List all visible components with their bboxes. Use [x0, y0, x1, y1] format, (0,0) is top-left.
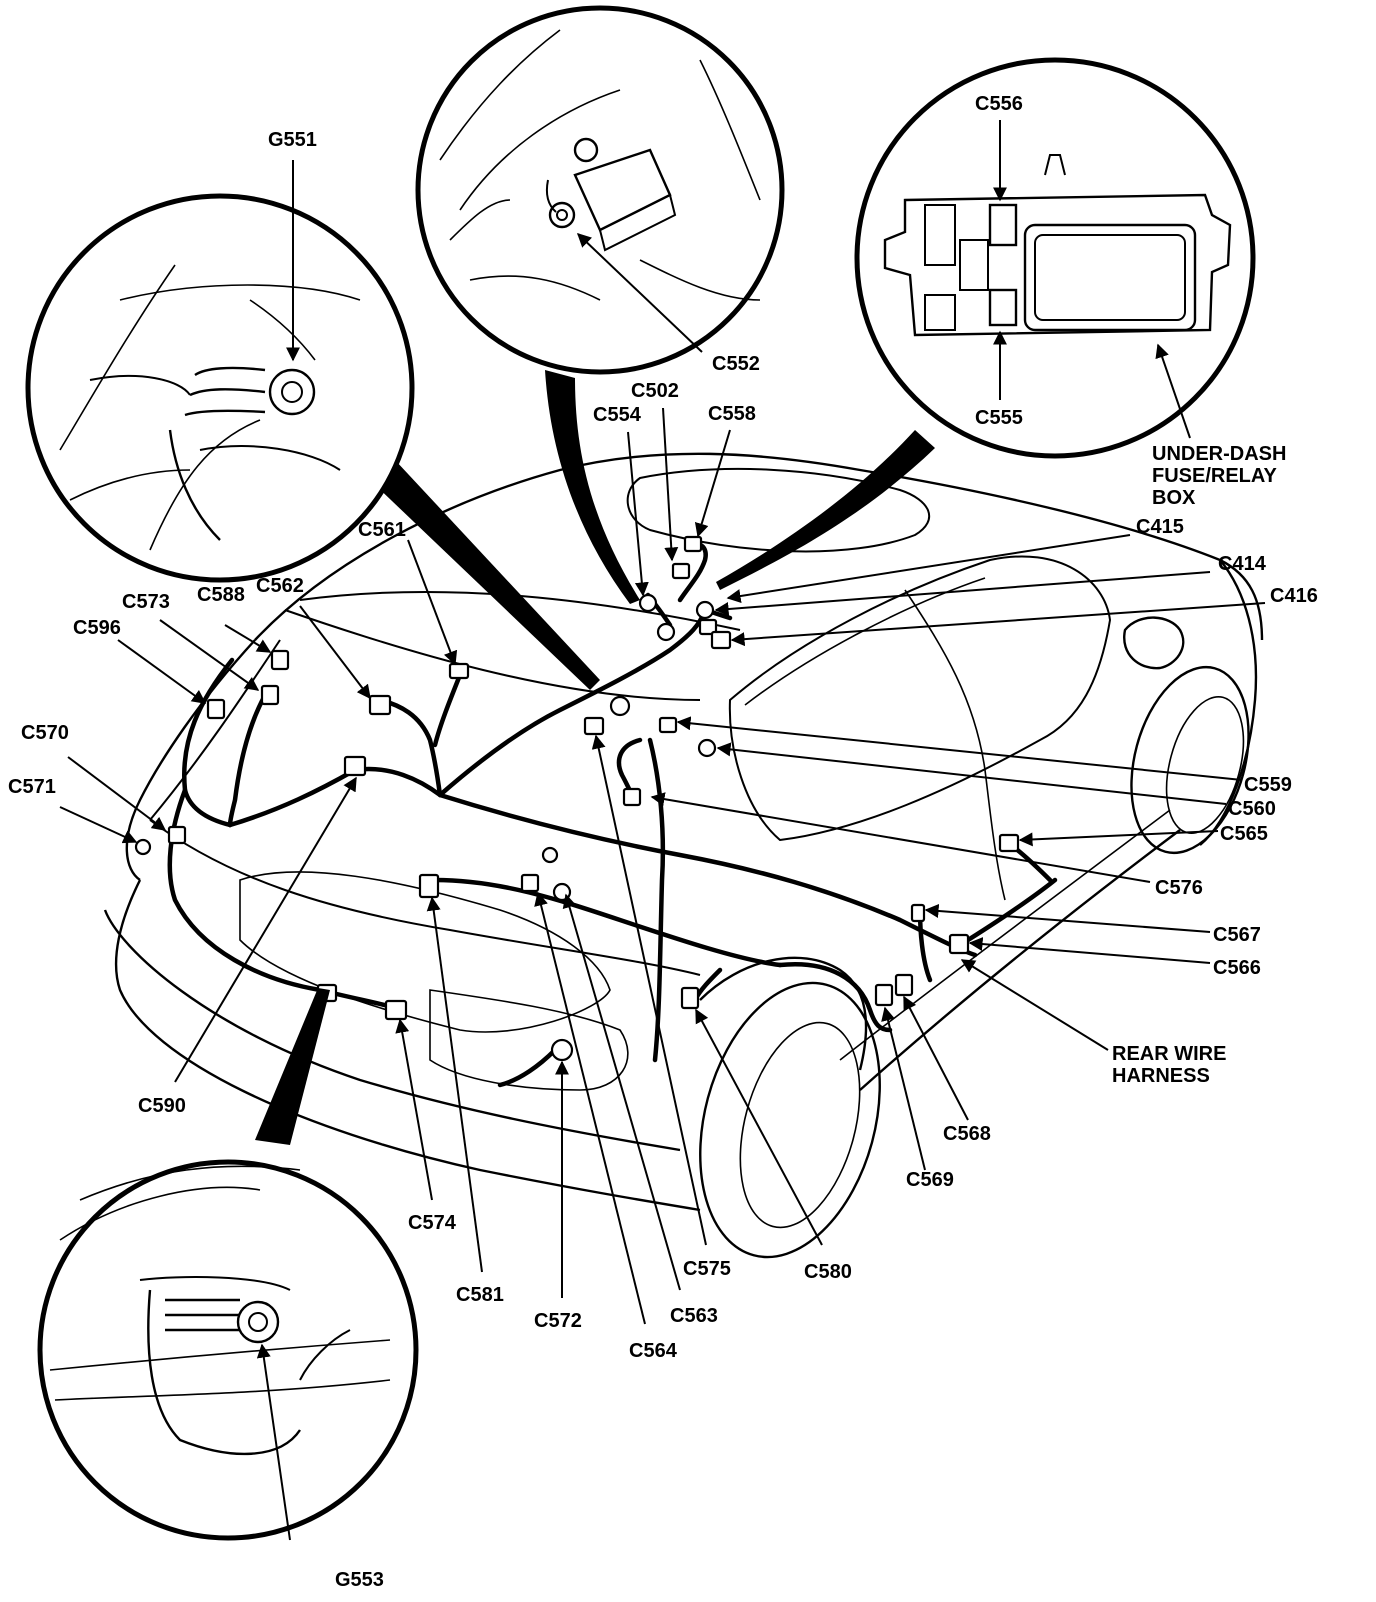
label-c416: C416: [1270, 585, 1318, 607]
connector-c575: [583, 716, 605, 736]
callout-wedges: [255, 370, 935, 1145]
label-c571: C571: [8, 776, 56, 798]
label-c588: C588: [197, 584, 245, 606]
connector-c559: [658, 716, 678, 734]
label-under-dash-3: BOX: [1152, 487, 1196, 509]
label-c596: C596: [73, 617, 121, 639]
detail-c552: [415, 5, 785, 375]
leader-lines: [59, 120, 1266, 1541]
connector-c565: [998, 833, 1020, 853]
connector-c562: [368, 694, 392, 716]
detail-fuse-relay-box: [854, 57, 1256, 459]
label-c572: C572: [534, 1310, 582, 1332]
connector-c581: [520, 873, 540, 893]
connector-c570: [167, 825, 187, 845]
label-c554: C554: [593, 404, 642, 426]
connector-c573: [260, 684, 280, 706]
label-rear-harness-2: HARNESS: [1112, 1065, 1210, 1087]
connector-c571: [134, 838, 152, 856]
label-c414: C414: [1218, 553, 1267, 575]
label-c556: C556: [975, 93, 1023, 115]
connector-c563-top: [541, 846, 559, 864]
label-c560: C560: [1228, 798, 1276, 820]
label-g551: G551: [268, 129, 317, 151]
label-c558: C558: [708, 403, 756, 425]
label-c563: C563: [670, 1305, 718, 1327]
connectors: [134, 535, 1020, 1062]
label-c567: C567: [1213, 924, 1261, 946]
label-g553: G553: [335, 1569, 384, 1591]
connector-c560: [697, 738, 717, 758]
connector-c576-left: [622, 787, 642, 807]
detail-g551: [25, 193, 415, 583]
label-c502: C502: [631, 380, 679, 402]
label-c569: C569: [906, 1169, 954, 1191]
label-c570: C570: [21, 722, 69, 744]
label-c566: C566: [1213, 957, 1261, 979]
connector-c416: [710, 630, 732, 650]
connector-c559-bolt: [609, 695, 631, 717]
label-c415: C415: [1136, 516, 1184, 538]
label-c559: C559: [1244, 774, 1292, 796]
connector-c566: [948, 933, 970, 955]
connector-c416-a: [698, 618, 718, 636]
connector-c561: [448, 662, 470, 680]
connector-c567: [910, 903, 926, 923]
label-c580: C580: [804, 1261, 852, 1283]
label-c568: C568: [943, 1123, 991, 1145]
connector-c574: [418, 873, 440, 899]
connector-c580: [680, 986, 700, 1010]
label-c561: C561: [358, 519, 406, 541]
label-c574: C574: [408, 1212, 457, 1234]
label-c581: C581: [456, 1284, 504, 1306]
label-under-dash-1: UNDER-DASH: [1152, 443, 1286, 465]
connector-c596: [206, 698, 226, 720]
connector-c568: [894, 973, 914, 997]
connector-c414: [695, 600, 715, 620]
label-c590: C590: [138, 1095, 186, 1117]
connector-c590: [343, 755, 367, 777]
label-c576: C576: [1155, 877, 1203, 899]
label-c562: C562: [256, 575, 304, 597]
connector-c572: [550, 1038, 574, 1062]
connector-c552: [656, 622, 676, 642]
label-c552: C552: [712, 353, 760, 375]
connector-c588: [270, 649, 290, 671]
label-c565: C565: [1220, 823, 1268, 845]
label-c573: C573: [122, 591, 170, 613]
connector-c574-lower: [384, 999, 408, 1021]
detail-g553: [37, 1159, 419, 1541]
connector-c554: [638, 593, 658, 613]
label-c555: C555: [975, 407, 1023, 429]
connector-c569: [874, 983, 894, 1007]
connector-c502: [671, 562, 691, 580]
label-rear-harness-1: REAR WIRE: [1112, 1043, 1226, 1065]
label-c564: C564: [629, 1340, 678, 1362]
label-c575: C575: [683, 1258, 731, 1280]
labels: G551 C552 C556 C555 UNDER-DASH FUSE/RELA…: [8, 93, 1318, 1591]
label-under-dash-2: FUSE/RELAY: [1152, 465, 1278, 487]
connector-c558: [683, 535, 703, 553]
